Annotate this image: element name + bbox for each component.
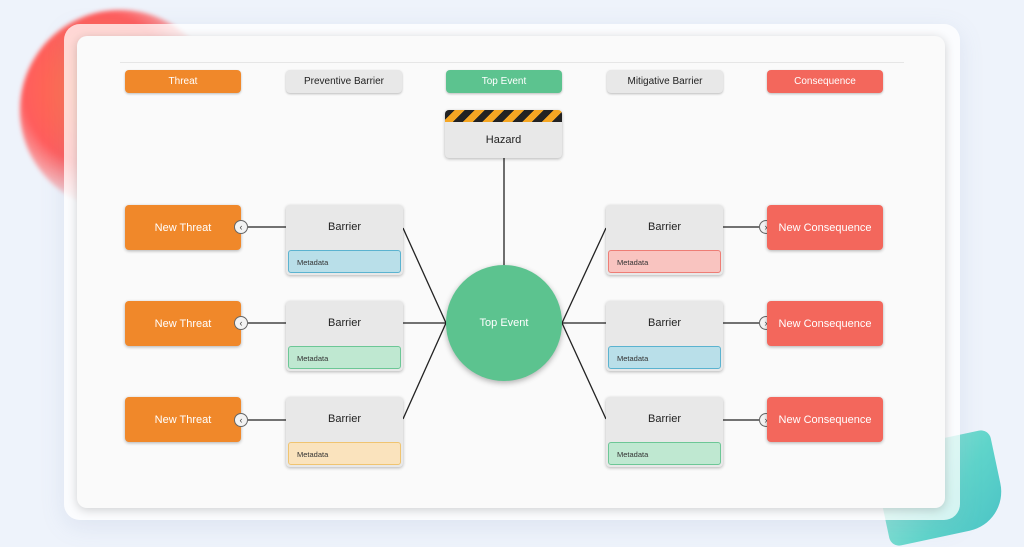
legend-threat: Threat: [125, 70, 241, 93]
legend-consequence: Consequence: [767, 70, 883, 93]
legend-mitigative-barrier: Mitigative Barrier: [607, 70, 723, 93]
mitigative-connector-3: [561, 322, 607, 420]
connector-lines: [248, 158, 759, 421]
barrier-title: Barrier: [647, 221, 681, 233]
threat-label: New Threat: [154, 413, 212, 426]
barrier-title: Barrier: [327, 317, 361, 329]
mitigative-barrier-1[interactable]: Barrier Metadata: [606, 205, 723, 275]
threat-node-1[interactable]: New Threat: [125, 205, 241, 250]
mitigative-barrier-3[interactable]: Barrier Metadata: [606, 397, 723, 467]
preventive-barrier-2[interactable]: Barrier Metadata: [286, 301, 403, 371]
consequence-label: New Consequence: [778, 221, 872, 234]
consequence-node-2[interactable]: New Consequence: [767, 301, 883, 346]
barrier-metadata[interactable]: Metadata: [608, 442, 721, 465]
collapse-left-icon[interactable]: ‹: [234, 413, 248, 427]
threat-label: New Threat: [154, 317, 212, 330]
barrier-title: Barrier: [327, 221, 361, 233]
barrier-title: Barrier: [327, 413, 361, 425]
top-event-label: Top Event: [479, 317, 529, 329]
legend-preventive-barrier: Preventive Barrier: [286, 70, 402, 93]
collapse-left-icon[interactable]: ‹: [234, 316, 248, 330]
hazard-stripes: [445, 110, 562, 122]
barrier-metadata[interactable]: Metadata: [288, 346, 401, 369]
threat-label: New Threat: [154, 221, 212, 234]
consequence-node-3[interactable]: New Consequence: [767, 397, 883, 442]
consequence-node-1[interactable]: New Consequence: [767, 205, 883, 250]
mitigative-connector-1: [561, 227, 607, 324]
top-event-node[interactable]: Top Event: [446, 265, 562, 381]
barrier-title: Barrier: [647, 317, 681, 329]
hazard-node[interactable]: Hazard: [445, 110, 562, 158]
legend-top-event: Top Event: [446, 70, 562, 93]
preventive-connector-3: [402, 322, 447, 420]
mitigative-barrier-2[interactable]: Barrier Metadata: [606, 301, 723, 371]
preventive-barrier-3[interactable]: Barrier Metadata: [286, 397, 403, 467]
threat-node-3[interactable]: New Threat: [125, 397, 241, 442]
barrier-metadata[interactable]: Metadata: [608, 250, 721, 273]
barrier-metadata[interactable]: Metadata: [288, 250, 401, 273]
collapse-left-icon[interactable]: ‹: [234, 220, 248, 234]
consequence-label: New Consequence: [778, 413, 872, 426]
consequence-label: New Consequence: [778, 317, 872, 330]
preventive-barrier-1[interactable]: Barrier Metadata: [286, 205, 403, 275]
hazard-label: Hazard: [485, 134, 522, 146]
legend-divider: [120, 62, 904, 63]
barrier-title: Barrier: [647, 413, 681, 425]
preventive-connector-1: [402, 227, 447, 324]
threat-node-2[interactable]: New Threat: [125, 301, 241, 346]
barrier-metadata[interactable]: Metadata: [288, 442, 401, 465]
barrier-metadata[interactable]: Metadata: [608, 346, 721, 369]
